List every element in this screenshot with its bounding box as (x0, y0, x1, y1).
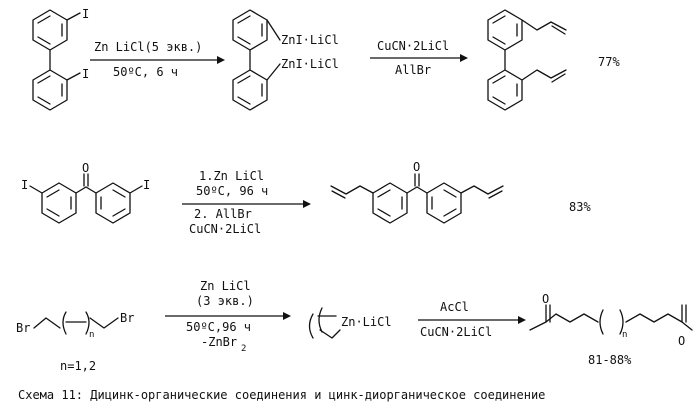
n-values-label: n=1,2 (60, 359, 96, 373)
oxygen-label: O (678, 334, 685, 348)
conditions-line: 50ºC,96 ч (186, 320, 251, 334)
diiodobenzophenone-structure (30, 174, 142, 223)
yield-label: 81-88% (588, 353, 632, 367)
oxygen-label: O (542, 292, 549, 306)
iodine-label: I (143, 178, 150, 192)
yield-label: 83% (569, 200, 591, 214)
iodine-label: I (82, 7, 89, 21)
bromine-label: Br (120, 311, 134, 325)
zinc-iodide-label: ZnI·LiCl (281, 33, 339, 47)
diiodobiphenyl-structure (33, 10, 80, 110)
arrow-head (518, 316, 526, 324)
conditions-line: 50ºC, 96 ч (196, 184, 268, 198)
diallylbiphenyl-structure (488, 10, 566, 110)
arrow2-conditions-top: AcCl (440, 300, 469, 314)
arrow1-conditions-top: Zn LiCl(5 экв.) (94, 40, 202, 54)
conditions-line: -ZnBr (201, 335, 237, 349)
oxygen-label: O (82, 161, 89, 175)
conditions-line: (3 экв.) (196, 294, 254, 308)
conditions-line: CuCN·2LiCl (189, 222, 261, 236)
arrow-head (303, 200, 311, 208)
scheme-caption: Схема 11: Дицинк-органические соединения… (18, 388, 545, 402)
zinc-iodide-label: ZnI·LiCl (281, 57, 339, 71)
zinc-ring-label: Zn·LiCl (341, 315, 392, 329)
n-subscript: n (622, 330, 627, 340)
diketone-structure (530, 305, 692, 334)
arrow-head (460, 54, 468, 62)
arrow2-conditions-top: CuCN·2LiCl (377, 39, 449, 53)
arrow2-conditions-bottom: CuCN·2LiCl (420, 325, 492, 339)
subscript-two: 2 (241, 344, 246, 354)
conditions-line: 1.Zn LiCl (199, 169, 264, 183)
dizinc-biphenyl-structure (233, 10, 280, 110)
yield-label: 77% (598, 55, 620, 69)
arrow1-conditions-bottom: 50ºC, 6 ч (113, 65, 178, 79)
arrow-head (217, 56, 225, 64)
bromine-label: Br (16, 321, 30, 335)
arrow2-conditions-bottom: AllBr (395, 63, 431, 77)
arrow-head (283, 312, 291, 320)
conditions-line: 2. AllBr (194, 207, 252, 221)
dibromoalkane-chain (34, 312, 118, 334)
n-subscript: n (89, 330, 94, 340)
zincacycle-structure (310, 308, 341, 338)
oxygen-label: O (413, 160, 420, 174)
iodine-label: I (21, 178, 28, 192)
iodine-label: I (82, 67, 89, 81)
conditions-line: Zn LiCl (200, 279, 251, 293)
diallylbenzophenone-structure (331, 174, 503, 223)
